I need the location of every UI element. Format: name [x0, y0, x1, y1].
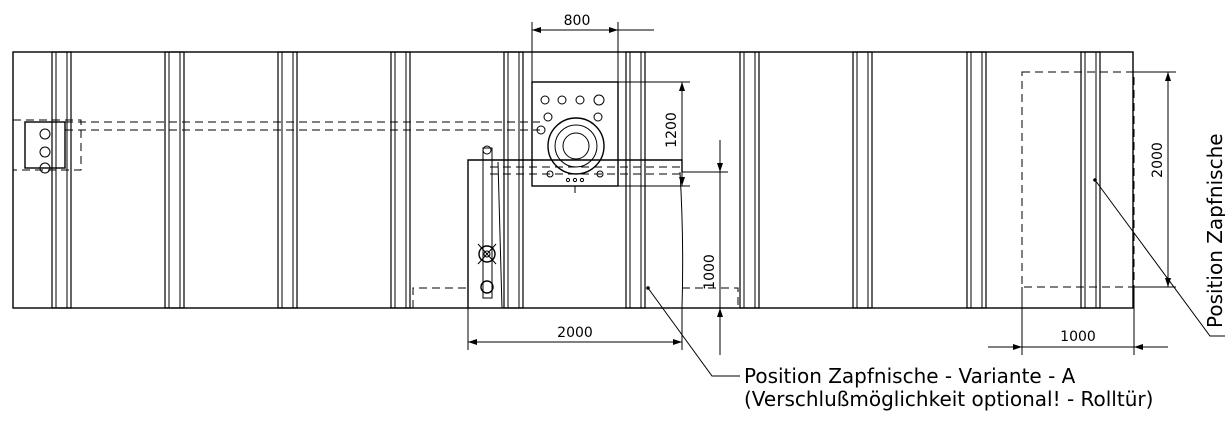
frame-post-inner — [281, 51, 294, 309]
leader-variant-a-dot — [646, 286, 650, 290]
frame-post-inner — [507, 51, 520, 309]
dimension-1000-horizontal-label: 1000 — [1060, 329, 1096, 345]
tap-niche-variant-a — [412, 145, 739, 309]
frame-post — [1080, 51, 1101, 309]
dimension-1200: 1200 — [618, 81, 690, 187]
dimension-1000-horizontal: 1000 — [988, 287, 1168, 355]
tap-niche-variant-b — [1021, 71, 1135, 288]
dimension-1000-vertical-label: 1000 — [702, 254, 718, 290]
frame-post-inner — [394, 51, 407, 309]
leader-variant-a — [647, 287, 740, 377]
frame-post-inner — [168, 51, 181, 309]
frame-post — [277, 51, 298, 309]
dimension-1000-vertical: 1000 — [682, 140, 728, 355]
frame-post — [390, 51, 411, 309]
frame-post — [164, 51, 185, 309]
frame-post-inner — [856, 51, 869, 309]
container-outline — [12, 51, 1134, 309]
frame-post — [503, 51, 524, 309]
callout-variant-a-line1: Position Zapfnische - Variante - A — [744, 364, 1076, 388]
frame-post — [51, 51, 72, 309]
leader-variant-b-dot — [1093, 178, 1097, 182]
frame-post — [852, 51, 873, 309]
dimension-1200-label: 1200 — [664, 112, 680, 148]
dimension-2000-horizontal-label: 2000 — [557, 325, 593, 341]
frame-post-inner — [629, 51, 642, 309]
dimension-2000-vertical: 2000 — [1134, 71, 1176, 288]
dimension-2000-horizontal: 2000 — [467, 308, 683, 350]
frame-post-inner — [743, 51, 756, 309]
dimension-800: 800 — [531, 13, 654, 82]
dimension-800-label: 800 — [564, 13, 591, 29]
frame-post — [739, 51, 760, 309]
dimension-2000-vertical-label: 2000 — [1150, 142, 1166, 178]
callout-variant-b: Position Zapfnische — [1203, 133, 1225, 328]
control-panel — [531, 81, 619, 193]
frame-post — [966, 51, 987, 309]
frame-post-inner — [970, 51, 983, 309]
frame-posts — [51, 51, 1101, 309]
leader-variant-b — [1094, 179, 1225, 337]
left-connection-box — [12, 119, 540, 174]
frame-post-inner — [55, 51, 68, 309]
frame-post — [625, 51, 646, 309]
callout-variant-a-line2: (Verschlußmöglichkeit optional! - Rolltü… — [744, 387, 1153, 411]
